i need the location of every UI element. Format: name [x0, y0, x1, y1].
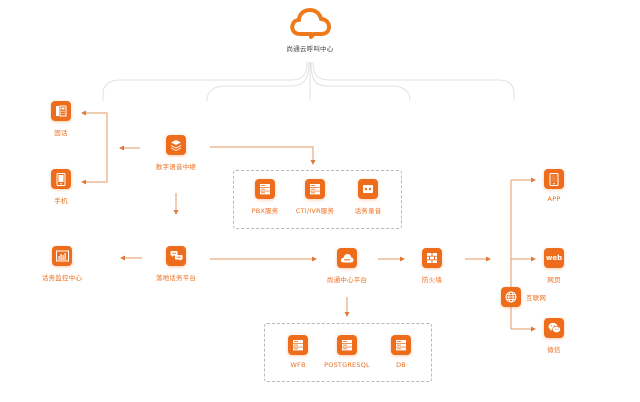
node-cti-ivr[interactable]: CTI/IVR服务 — [290, 179, 340, 215]
layers-icon — [166, 135, 186, 155]
bracket-phone-mobile — [83, 112, 108, 183]
brick-wall-icon — [422, 248, 442, 268]
tablet-icon — [544, 169, 564, 189]
call-center-title: 尚通云呼叫中心 — [286, 45, 334, 53]
cloud-logo-icon — [290, 8, 331, 39]
node-center-platform[interactable]: 尚通中心平台 — [318, 248, 376, 284]
node-monitor[interactable]: 话务监控中心 — [36, 246, 88, 282]
recorder-icon — [358, 179, 378, 199]
node-digital-relay[interactable]: 数字语音中继 — [146, 135, 206, 171]
web-glyph: web — [545, 254, 563, 262]
node-app[interactable]: APP — [536, 169, 572, 203]
node-label: 落地话务平台 — [155, 274, 197, 282]
server-icon — [288, 335, 308, 355]
server-icon — [255, 179, 275, 199]
node-db[interactable]: DB — [381, 335, 421, 369]
bar-chart-icon — [52, 246, 72, 266]
call-center-root: 尚通云呼叫中心 — [270, 6, 350, 53]
node-label: 网页 — [547, 276, 561, 284]
node-label: 防火墙 — [421, 276, 443, 284]
node-label: 话务监控中心 — [41, 274, 83, 282]
server-icon — [391, 335, 411, 355]
node-label: APP — [547, 195, 561, 203]
node-wfb[interactable]: WFB — [278, 335, 318, 369]
node-firewall[interactable]: 防火墙 — [412, 248, 452, 284]
node-label: WFB — [290, 361, 306, 369]
node-label: 微信 — [547, 346, 561, 354]
node-postgresql[interactable]: POSTGRESQL — [322, 335, 372, 369]
desk-phone-icon — [51, 101, 71, 121]
server-icon — [337, 335, 357, 355]
globe-icon — [501, 287, 521, 307]
node-label: 数字语音中继 — [155, 163, 197, 171]
node-label: 话务录音 — [354, 207, 382, 215]
node-label: PBX服务 — [251, 207, 279, 215]
cloud-icon — [337, 248, 357, 268]
node-internet[interactable]: 互联网 — [501, 287, 546, 307]
node-recording[interactable]: 话务录音 — [346, 179, 390, 215]
node-phone[interactable]: 固话 — [43, 101, 79, 137]
web-icon: web — [544, 248, 564, 268]
node-web[interactable]: web 网页 — [536, 248, 572, 284]
node-label: DB — [396, 361, 406, 369]
arrow-relay-to-services — [210, 146, 316, 165]
node-label: 手机 — [54, 197, 68, 205]
node-label: 互联网 — [526, 294, 547, 302]
tree-lines — [102, 61, 515, 101]
node-label: 固话 — [54, 129, 68, 137]
node-label: CTI/IVR服务 — [295, 207, 335, 215]
node-landing-platform[interactable]: 落地话务平台 — [146, 246, 206, 282]
chat-bubbles-icon — [166, 246, 186, 266]
node-wechat[interactable]: 微信 — [536, 318, 572, 354]
node-pbx[interactable]: PBX服务 — [245, 179, 285, 215]
node-label: POSTGRESQL — [324, 361, 370, 369]
services-group — [233, 170, 402, 229]
wechat-icon — [544, 318, 564, 338]
server-icon — [305, 179, 325, 199]
mobile-phone-icon — [51, 169, 71, 189]
node-label: 尚通中心平台 — [326, 276, 368, 284]
database-group — [264, 323, 432, 382]
node-mobile[interactable]: 手机 — [43, 169, 79, 205]
